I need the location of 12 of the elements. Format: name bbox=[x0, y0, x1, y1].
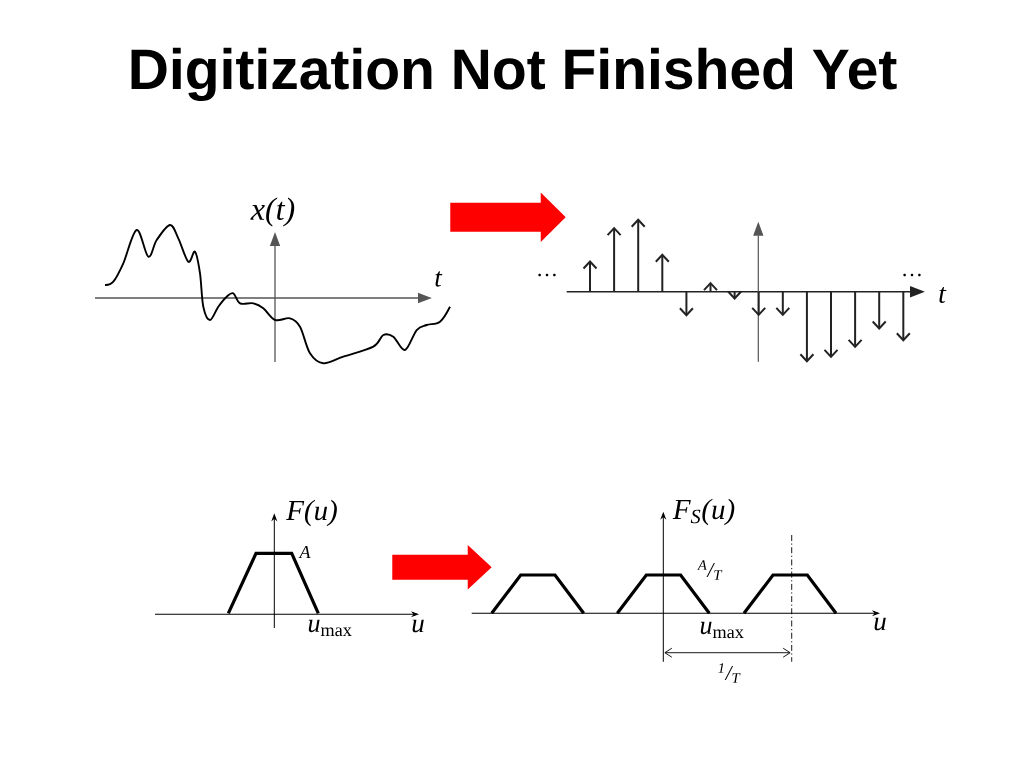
axis-label: u bbox=[412, 619, 424, 633]
axis-label: F(u) bbox=[286, 499, 337, 527]
tick-label: u$_{max}$ bbox=[308, 619, 352, 637]
title: Digitization Not Finished Yet bbox=[131, 47, 897, 102]
axis-label: u bbox=[874, 617, 886, 631]
value-label: $^{A}$/$_{T}$ bbox=[697, 560, 723, 580]
axis-label: t bbox=[435, 271, 443, 287]
tick-label: u$_{max}$ bbox=[700, 621, 744, 639]
axis-label: F$_{S}$(u) bbox=[672, 498, 735, 526]
ellipsis: … bbox=[903, 273, 921, 277]
value-label: A bbox=[298, 546, 311, 558]
axis-label: x(t) bbox=[250, 197, 295, 227]
